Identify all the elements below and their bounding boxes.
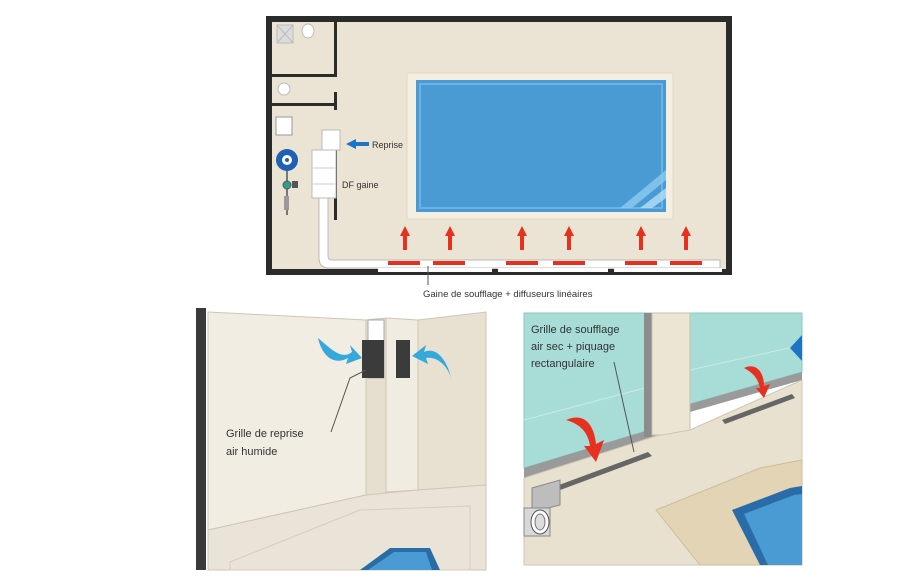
df-gaine-unit <box>311 149 337 199</box>
return-label-line2: air humide <box>226 446 277 458</box>
supply-label-line1: Grille de soufflage <box>531 324 619 336</box>
wall-edge <box>196 308 206 570</box>
supply-grille-detail: Grille de soufflage air sec + piquage re… <box>523 312 803 566</box>
return-plenum <box>321 129 341 151</box>
glazing <box>378 268 492 272</box>
supply-label-line2: air sec + piquage <box>531 341 615 353</box>
pool-water <box>416 80 666 212</box>
glazing <box>498 268 608 272</box>
humid-air-arrow <box>412 345 452 382</box>
pump-icon <box>282 180 292 190</box>
supply-grille <box>722 394 795 424</box>
supply-air-arrow <box>744 366 770 398</box>
toilet <box>277 82 291 96</box>
plan-view: Reprise DF gaine <box>266 16 732 300</box>
partition-wall <box>272 103 334 106</box>
glazing <box>614 268 722 272</box>
marker-icon <box>790 335 802 361</box>
supply-grille <box>540 452 652 496</box>
arrow-left-icon <box>346 139 369 149</box>
arrow-up-icon <box>400 226 691 250</box>
tank <box>275 116 293 136</box>
return-grille-detail: Grille de reprise air humide <box>196 308 488 571</box>
partition-wall <box>334 22 337 77</box>
label-reprise: Reprise <box>372 140 403 150</box>
partition-wall <box>334 92 337 110</box>
partition-wall <box>272 74 334 77</box>
return-label-line1: Grille de reprise <box>226 428 304 440</box>
plan-caption: Gaine de soufflage + diffuseurs linéaire… <box>423 289 593 300</box>
label-df-gaine: DF gaine <box>342 180 379 190</box>
humid-air-arrow <box>318 338 362 364</box>
supply-label-line3: rectangulaire <box>531 358 595 370</box>
linear-diffusers <box>388 261 702 265</box>
toilet <box>301 23 315 39</box>
return-grille <box>362 340 384 378</box>
return-grille <box>396 340 410 378</box>
supply-air-arrow <box>566 417 604 462</box>
pillar <box>651 312 691 436</box>
